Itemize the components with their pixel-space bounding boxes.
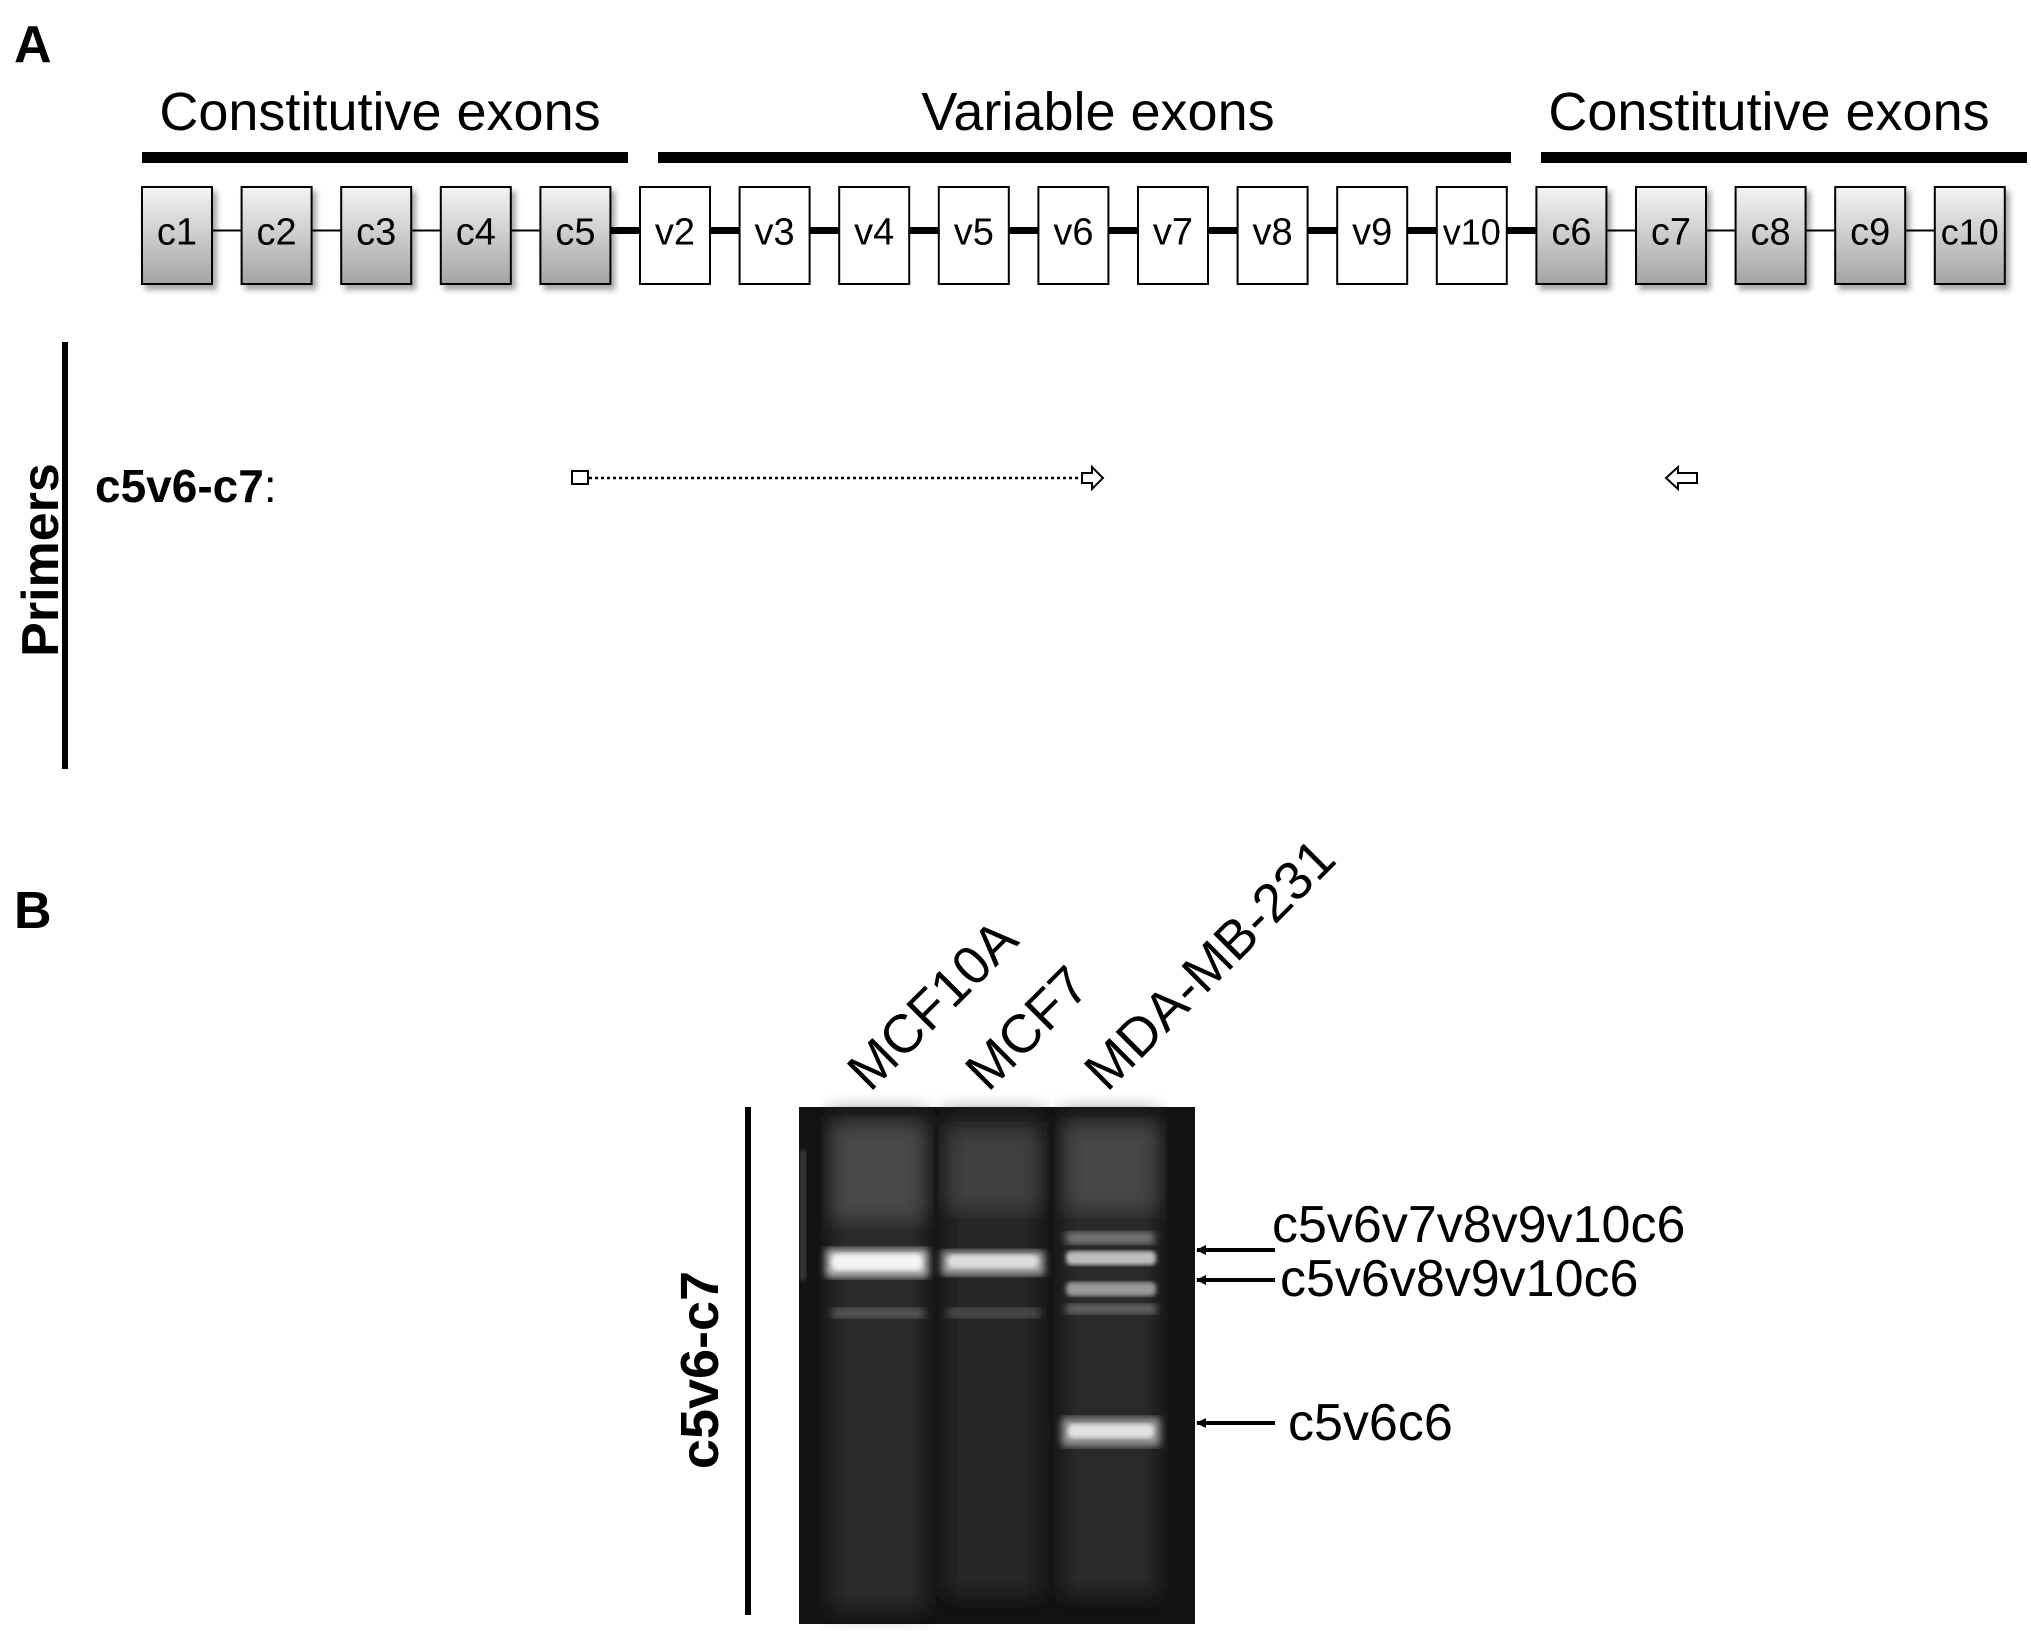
gel-side-bar <box>745 1107 751 1615</box>
group-bar-constitutive-left <box>142 152 628 163</box>
group-label-constitutive-left: Constitutive exons <box>159 82 600 142</box>
ladder-lane <box>800 1150 806 1280</box>
exon-box-v9 <box>1336 186 1409 285</box>
exon-label-c10: c10 <box>1941 212 1999 253</box>
exon-box-c7 <box>1635 186 1707 285</box>
band-label-1: c5v6v7v8v9v10c6 <box>1272 1196 1685 1254</box>
exon-box-c4 <box>439 186 512 285</box>
exon-label-c5: c5 <box>555 212 595 254</box>
exon-label-v4: v4 <box>854 212 894 254</box>
exon-box-v3 <box>738 186 811 285</box>
primer-pair-suffix: : <box>264 460 277 512</box>
exon-label-c6: c6 <box>1551 212 1591 254</box>
group-bar-constitutive-right <box>1541 152 2027 163</box>
gel-side-label: c5v6-c7 <box>670 1271 730 1469</box>
forward-primer-arrow-icon <box>1081 464 1105 492</box>
primer-pair-name: c5v6-c7 <box>95 460 264 512</box>
band-mcf10a-main <box>832 1254 922 1270</box>
top-glow-3 <box>1065 1125 1157 1210</box>
exon-box-v2 <box>639 186 711 285</box>
forward-primer-start-box <box>571 470 589 485</box>
exon-box-v7 <box>1137 186 1209 285</box>
exon-label-v9: v9 <box>1352 212 1392 254</box>
band-mda-low <box>1068 1424 1154 1438</box>
exon-label-c7: c7 <box>1651 212 1691 254</box>
exon-label-v8: v8 <box>1253 212 1293 254</box>
primers-label: Primers <box>12 463 70 657</box>
top-glow-2 <box>947 1130 1039 1210</box>
panel-a-label: A <box>14 16 52 74</box>
exon-box-v5 <box>937 186 1010 285</box>
exon-box-c1 <box>141 186 213 285</box>
primer-pair-label: c5v6-c7: <box>95 460 277 512</box>
exon-label-v2: v2 <box>655 212 695 254</box>
group-label-variable: Variable exons <box>921 82 1274 142</box>
exon-box-v6 <box>1037 186 1110 285</box>
exon-label-c2: c2 <box>257 212 297 254</box>
exon-box-v4 <box>838 186 911 285</box>
band-label-3: c5v6c6 <box>1288 1394 1453 1452</box>
exon-box-c6 <box>1535 186 1608 285</box>
exon-box-c3 <box>340 186 413 285</box>
reverse-primer-arrow-icon <box>1664 464 1698 492</box>
exon-box-c2 <box>240 186 313 285</box>
band-mcf7-main <box>948 1255 1038 1268</box>
exon-box-v8 <box>1236 186 1309 285</box>
exon-label-c8: c8 <box>1751 212 1791 254</box>
primers-bar <box>62 342 68 769</box>
exon-label-c3: c3 <box>356 212 396 254</box>
band-mda-3 <box>1066 1304 1156 1314</box>
band-label-2: c5v6v8v9v10c6 <box>1280 1250 1638 1308</box>
panel-b-label: B <box>14 882 52 940</box>
exon-box-c8 <box>1734 186 1807 285</box>
exon-box-c9 <box>1834 186 1907 285</box>
exon-label-v5: v5 <box>954 212 994 254</box>
exon-box-c5 <box>539 186 612 285</box>
exon-label-c9: c9 <box>1850 212 1890 254</box>
band-mda-1 <box>1066 1251 1156 1265</box>
band-mcf7-faint <box>948 1308 1040 1318</box>
band-mda-2 <box>1066 1282 1156 1296</box>
group-bar-variable <box>658 152 1511 163</box>
exon-label-c4: c4 <box>456 212 496 254</box>
exon-label-v3: v3 <box>755 212 795 254</box>
gel-image <box>799 1107 1195 1624</box>
exon-box-v10 <box>1435 186 1508 285</box>
exon-map: c1 c2 c3 c4 c5 v2 v3 v4 v5 v6 v7 v8 v9 v10 c6 c7 c8 c9 c10 <box>141 186 2006 285</box>
exon-label-v6: v6 <box>1053 212 1093 254</box>
group-label-constitutive-right: Constitutive exons <box>1548 82 1989 142</box>
exon-label-v10: v10 <box>1443 212 1501 253</box>
lane-label-mda-mb-231: MDA-MB-231 <box>1073 828 1347 1102</box>
exon-box-c10 <box>1933 186 2006 285</box>
exon-label-v7: v7 <box>1153 212 1193 254</box>
exon-label-c1: c1 <box>157 212 197 254</box>
band-mda-top <box>1066 1232 1154 1244</box>
top-glow-1 <box>832 1125 924 1220</box>
band-mcf10a-faint <box>832 1308 924 1318</box>
